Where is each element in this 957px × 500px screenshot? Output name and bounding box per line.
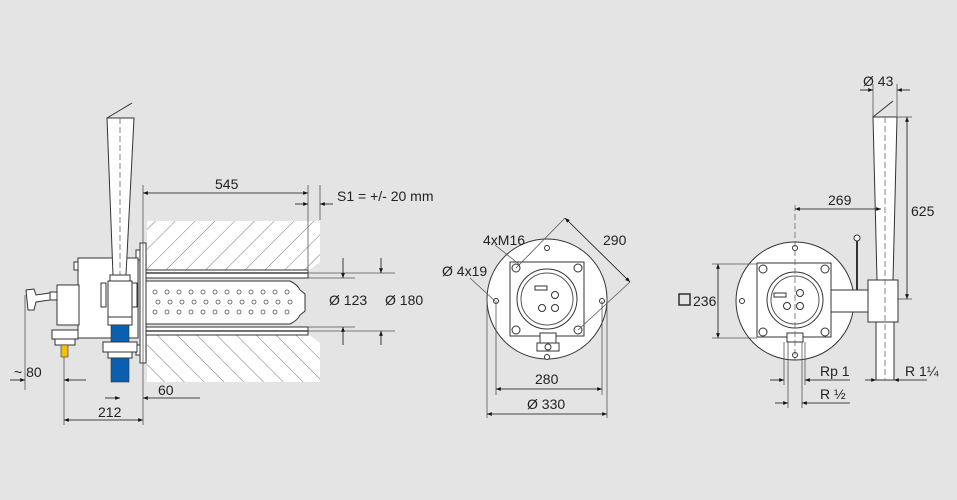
cable-yellow <box>60 344 69 358</box>
dim-280: 280 <box>535 371 559 387</box>
perforation-holes <box>152 289 293 315</box>
dim-s1: S1 = +/- 20 mm <box>337 188 433 204</box>
valve-block <box>56 284 80 326</box>
dim-r-half: R ½ <box>820 386 846 402</box>
side-view: 545 S1 = +/- 20 mm Ø 123 Ø 180 ~ 80 60 2… <box>10 102 433 425</box>
dim-d180: Ø 180 <box>385 292 423 308</box>
gas-pipe-lower <box>110 357 130 383</box>
dim-d123: Ø 123 <box>329 292 367 308</box>
dim-r-1quarter: R 1¼ <box>905 363 939 379</box>
front-view: 4xM16 Ø 4x19 290 280 Ø 330 <box>442 217 631 418</box>
dim-d43: Ø 43 <box>863 73 894 89</box>
dim-sq236: 236 <box>693 293 717 309</box>
air-inlet-funnel <box>106 117 135 276</box>
dim-60: 60 <box>158 382 174 398</box>
flame-head <box>142 280 306 325</box>
dim-4xm16: 4xM16 <box>483 232 525 248</box>
dim-rp1: Rp 1 <box>820 363 850 379</box>
dim-d4x19: Ø 4x19 <box>442 263 487 279</box>
dim-269: 269 <box>828 192 852 208</box>
wall-lower <box>147 333 320 382</box>
dim-625: 625 <box>911 203 935 219</box>
dim-d330: Ø 330 <box>527 396 565 412</box>
dim-545: 545 <box>215 176 239 192</box>
plug-connector <box>25 288 51 311</box>
dim-290: 290 <box>603 232 627 248</box>
wall-upper <box>147 221 320 272</box>
burner-tube-top <box>142 269 309 279</box>
back-view: Ø 43 625 269 236 Rp 1 R ½ R 1¼ <box>678 73 939 408</box>
dim-212: 212 <box>98 404 122 420</box>
square-symbol <box>678 293 691 306</box>
dim-80: ~ 80 <box>14 364 42 380</box>
